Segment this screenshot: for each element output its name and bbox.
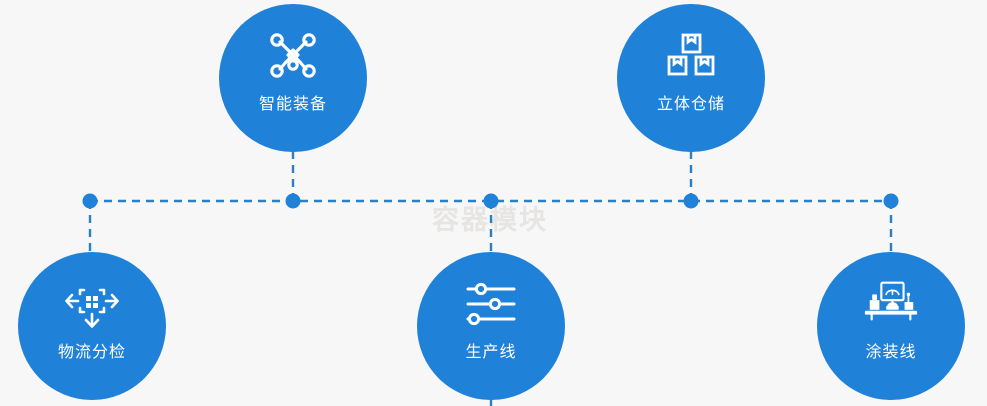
bubble-label-warehouse: 立体仓储 bbox=[656, 94, 725, 113]
factory-workstation-icon bbox=[862, 278, 920, 330]
bubble-label-painting-line: 涂装线 bbox=[865, 342, 917, 361]
bubble-logistics-sorting[interactable]: 物流分检 bbox=[18, 252, 166, 400]
bubble-label-logistics-sorting: 物流分检 bbox=[57, 342, 126, 361]
node-production-line[interactable] bbox=[483, 193, 499, 209]
node-left-end[interactable] bbox=[82, 193, 98, 209]
bubble-smart-equipment[interactable]: 智能装备 bbox=[219, 4, 367, 152]
node-warehouse[interactable] bbox=[683, 193, 699, 209]
watermark-text: 容器模块 bbox=[432, 205, 548, 236]
node-smart-equipment[interactable] bbox=[285, 193, 301, 209]
stacked-boxes-icon bbox=[662, 30, 720, 82]
bubble-label-production-line: 生产线 bbox=[465, 342, 517, 361]
sorting-scan-icon bbox=[63, 278, 121, 330]
bubble-warehouse[interactable]: 立体仓储 bbox=[617, 4, 765, 152]
bubble-production-line[interactable]: 生产线 bbox=[417, 252, 565, 400]
node-right-end[interactable] bbox=[883, 193, 899, 209]
bubble-painting-line[interactable]: 涂装线 bbox=[817, 252, 965, 400]
bubble-label-smart-equipment: 智能装备 bbox=[258, 94, 327, 113]
network-nodes-icon bbox=[264, 30, 322, 82]
sliders-icon bbox=[462, 278, 520, 330]
